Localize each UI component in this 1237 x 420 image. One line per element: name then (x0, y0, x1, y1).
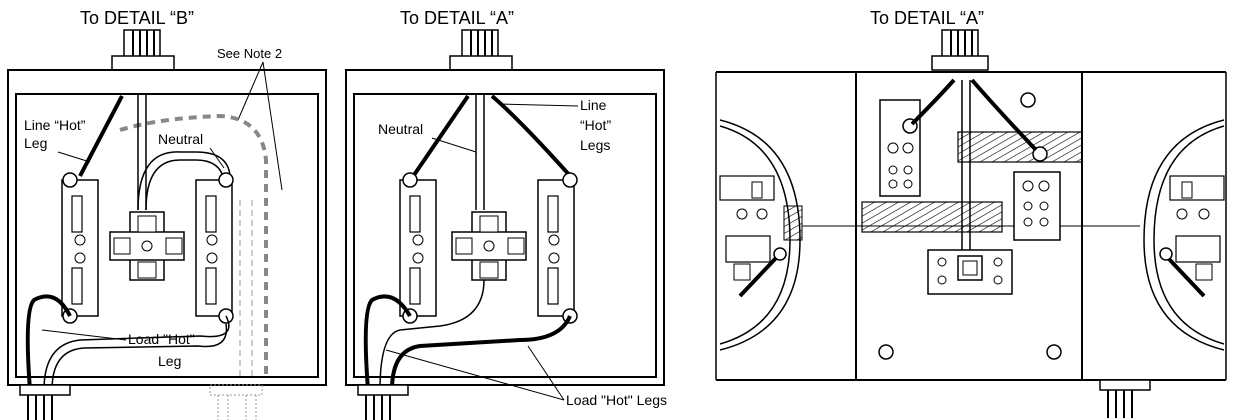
note-arrow-2 (262, 61, 283, 191)
label-line-hot-leg-2: Leg (24, 135, 47, 151)
label-neutral-left: Neutral (158, 131, 203, 147)
load-hot-leg-left (25, 294, 72, 391)
middle-neutral-block (451, 211, 527, 281)
bottom-conduit-middle (357, 384, 409, 420)
left-jaw-block-1 (61, 172, 99, 324)
dashed-alt-conductors (239, 200, 253, 380)
middle-inner-enclosure (353, 93, 657, 378)
left-enclosure (7, 69, 327, 386)
upper-threaded-rod (957, 131, 1083, 163)
label-line-hot-middle-2: “Hot” (580, 117, 611, 133)
upper-terminal-block-right (1013, 171, 1061, 241)
left-panel: To DETAIL “B” See Note 2 (7, 8, 327, 420)
label-load-hot-leg-1: Load "Hot" (128, 331, 195, 347)
middle-panel: To DETAIL “A” (345, 8, 667, 420)
left-neutral-block (109, 211, 185, 281)
label-neutral-middle: Neutral (378, 121, 423, 137)
left-jaw-block-2 (195, 172, 234, 324)
bottom-conduit-right (1099, 379, 1151, 418)
neutral-conductor-left (137, 95, 147, 210)
line-hot-leg-middle-1 (410, 94, 470, 180)
bottom-conduit-left (19, 384, 71, 420)
top-conduit-middle (449, 29, 513, 71)
middle-enclosure (345, 69, 665, 386)
right-panel: To DETAIL “A” (715, 8, 1227, 418)
line-hot-leg-middle-2 (490, 94, 574, 180)
neutral-conductor-middle (475, 95, 485, 210)
load-hot-leg-middle-1 (363, 294, 412, 391)
label-line-hot-leg-1: Line “Hot” (24, 117, 86, 133)
see-note-2: See Note 2 (217, 46, 282, 61)
middle-panel-title: To DETAIL “A” (400, 8, 514, 28)
right-panel-title: To DETAIL “A” (870, 8, 984, 28)
left-inner-enclosure (15, 93, 319, 378)
label-line-hot-middle-1: Line (580, 97, 607, 113)
top-conduit-right (931, 29, 989, 71)
note-arrow-1 (237, 61, 264, 121)
load-hot-leg-middle-2 (390, 315, 572, 391)
middle-jaw-block-1 (399, 172, 437, 324)
middle-jaw-block-2 (537, 172, 578, 324)
lower-threaded-rod (861, 201, 1003, 233)
upper-terminal-block-left (879, 99, 921, 197)
left-panel-title: To DETAIL “B” (80, 8, 194, 28)
top-conduit-left (111, 29, 175, 71)
line-hot-leg-left (78, 95, 124, 177)
label-load-hot-legs: Load "Hot" Legs (566, 392, 667, 408)
bottom-conduit-dashed (209, 384, 263, 420)
label-load-hot-leg-2: Leg (158, 353, 181, 369)
dashed-route (119, 113, 268, 380)
label-line-hot-middle-3: Legs (580, 137, 610, 153)
